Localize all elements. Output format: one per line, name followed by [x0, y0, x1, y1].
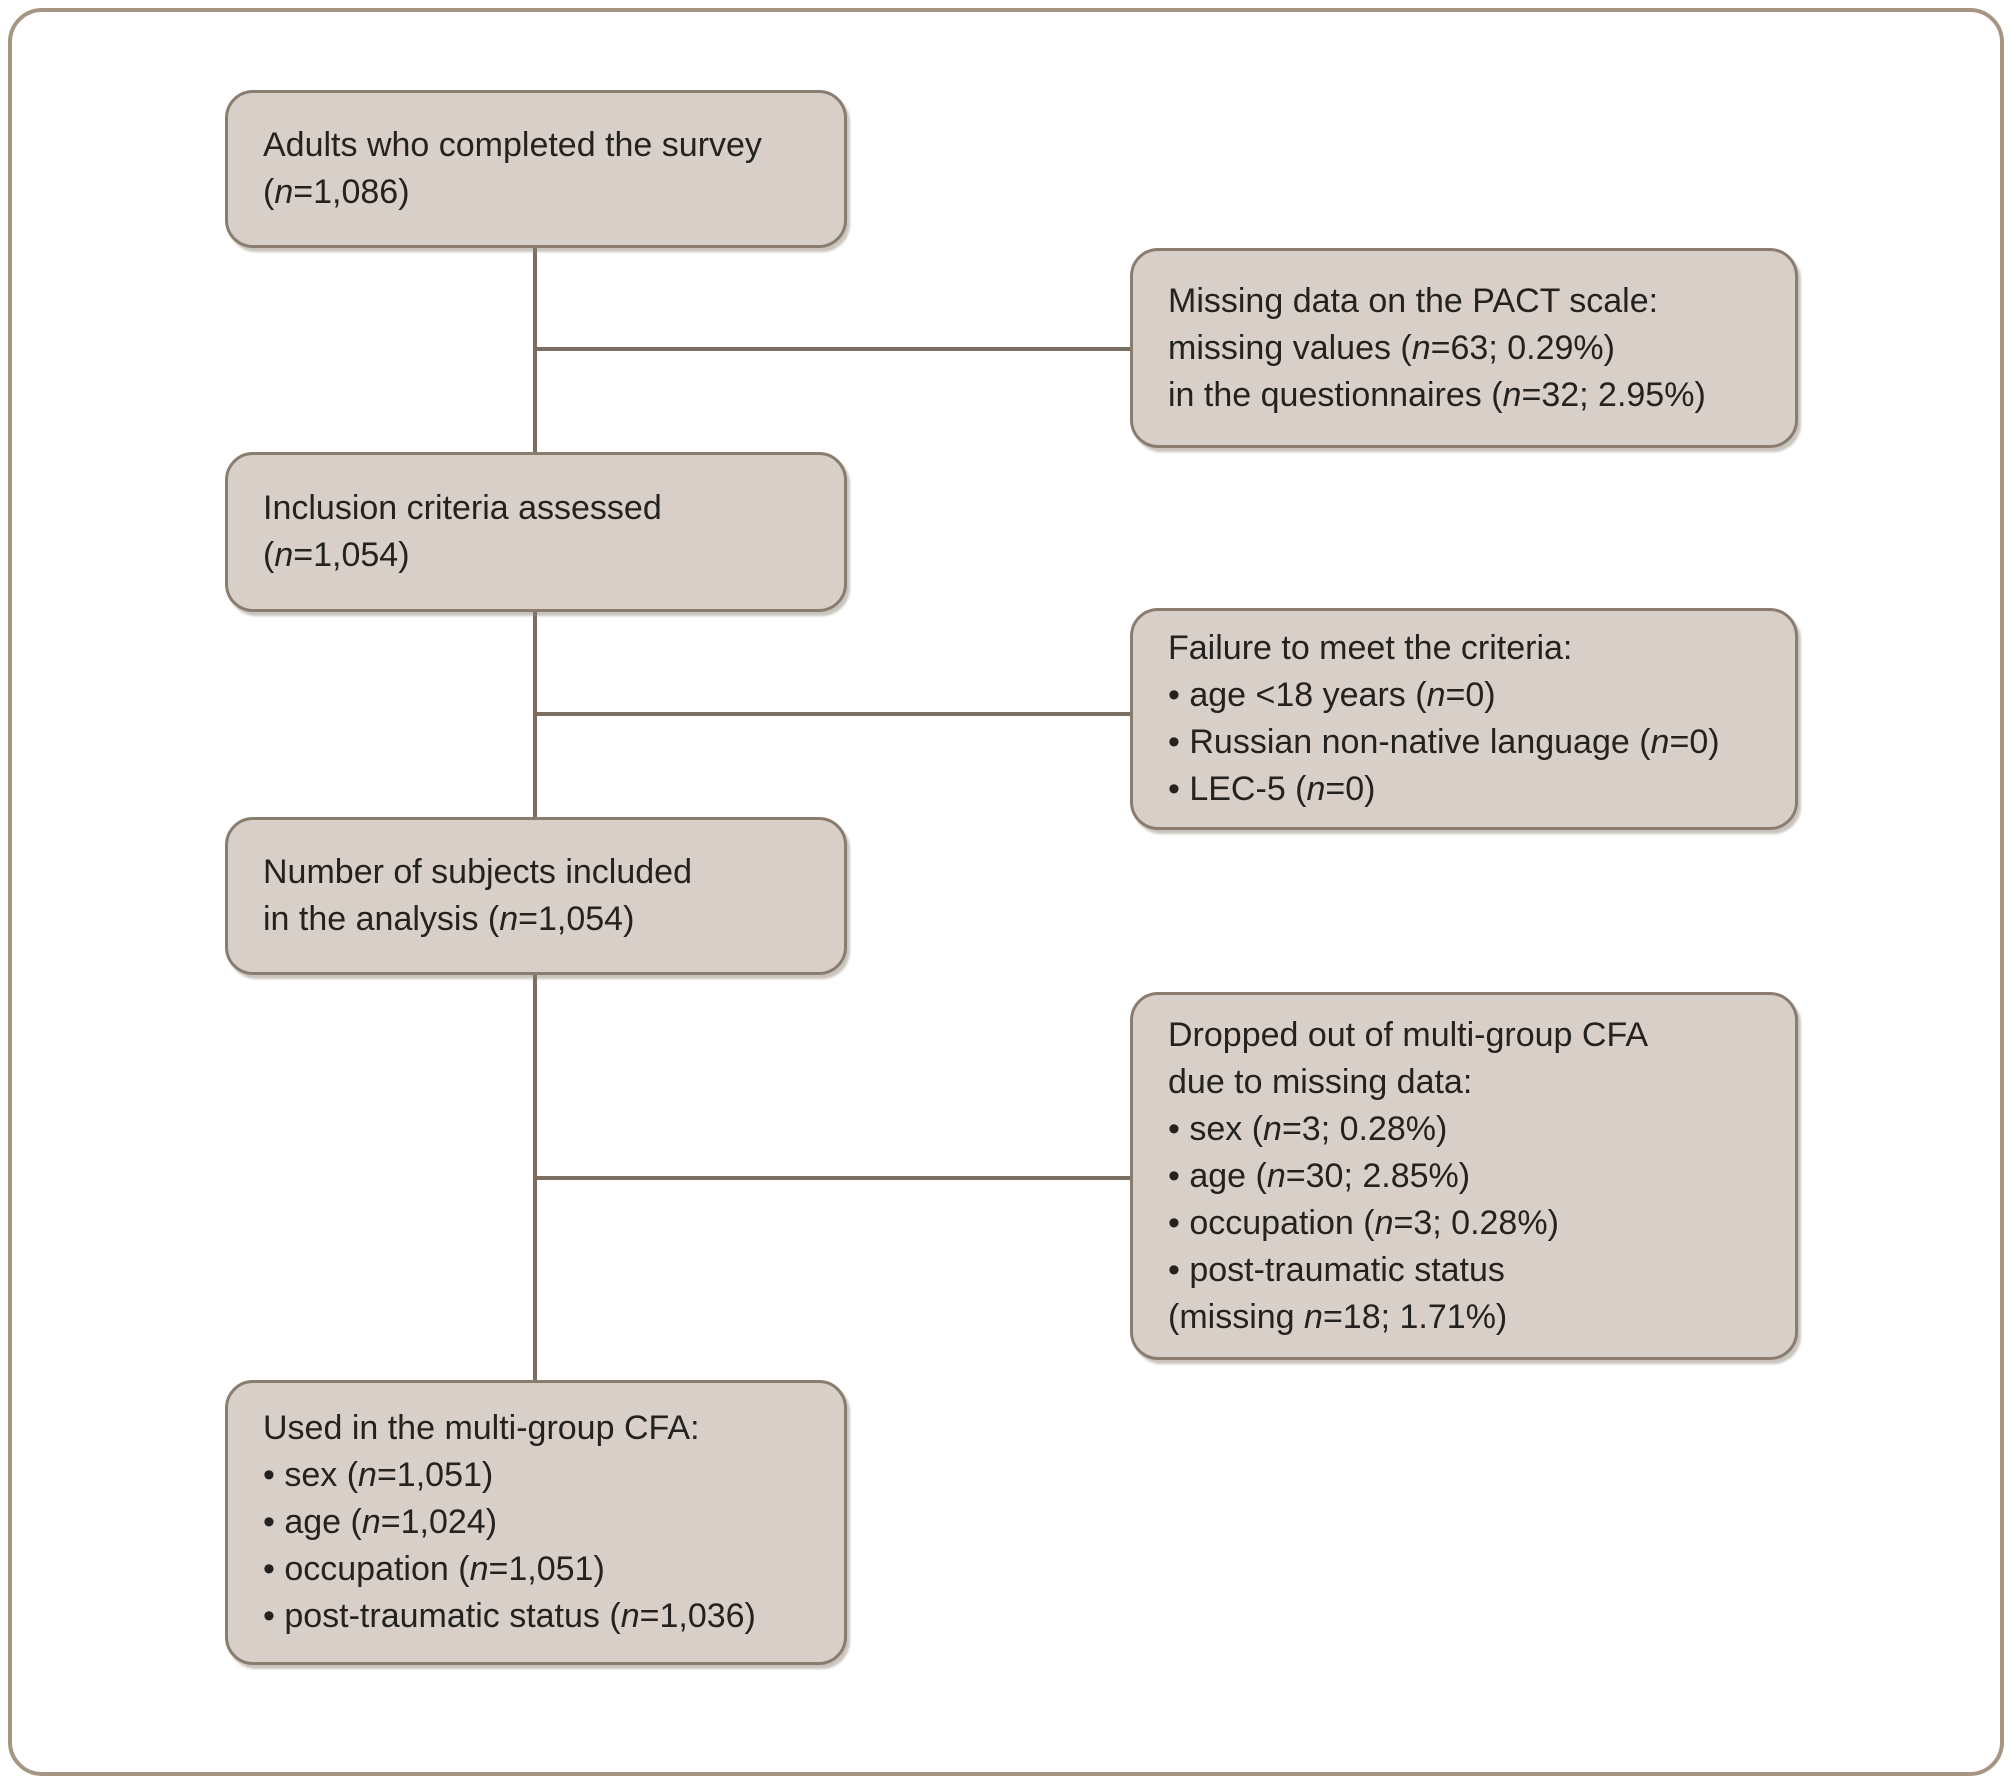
flow-box-missing-data-pact: Missing data on the PACT scale: missing … — [1130, 248, 1798, 448]
flow-box-text: Missing data on the PACT scale: missing … — [1168, 281, 1706, 414]
flow-box-dropped-out-cfa: Dropped out of multi-group CFA due to mi… — [1130, 992, 1798, 1360]
flow-box-text: Used in the multi-group CFA: • sex (n=1,… — [263, 1409, 756, 1635]
flow-box-text: Dropped out of multi-group CFA due to mi… — [1168, 1015, 1649, 1336]
flow-box-text: Inclusion criteria assessed (n=1,054) — [263, 489, 662, 574]
flow-box-adults-completed-survey: Adults who completed the survey (n=1,086… — [225, 90, 847, 248]
connector-vertical-spine — [533, 248, 537, 1380]
flow-box-used-in-multigroup-cfa: Used in the multi-group CFA: • sex (n=1,… — [225, 1380, 847, 1665]
connector-branch-dropped-cfa — [533, 1176, 1130, 1180]
flow-box-text: Number of subjects included in the analy… — [263, 853, 693, 938]
figure-border — [8, 8, 2004, 1776]
connector-branch-failure-criteria — [533, 712, 1130, 716]
connector-branch-missing-pact — [533, 347, 1130, 351]
flow-box-failure-to-meet-criteria: Failure to meet the criteria: • age <18 … — [1130, 608, 1798, 830]
flow-box-inclusion-criteria-assessed: Inclusion criteria assessed (n=1,054) — [225, 452, 847, 612]
flow-box-subjects-included-analysis: Number of subjects included in the analy… — [225, 817, 847, 975]
flow-box-text: Failure to meet the criteria: • age <18 … — [1168, 629, 1720, 808]
flow-box-text: Adults who completed the survey (n=1,086… — [263, 126, 762, 211]
